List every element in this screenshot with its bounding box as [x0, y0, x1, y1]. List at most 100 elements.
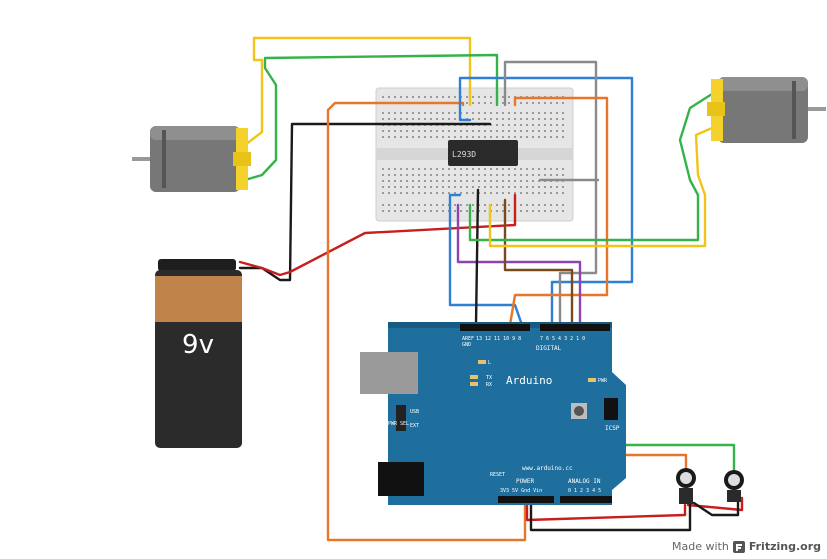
- breadboard-hole: [490, 124, 492, 126]
- breadboard-hole: [472, 210, 474, 212]
- breadboard-hole: [520, 174, 522, 176]
- breadboard-hole: [478, 210, 480, 212]
- breadboard-hole: [484, 118, 486, 120]
- breadboard-hole: [556, 210, 558, 212]
- breadboard-hole: [382, 168, 384, 170]
- breadboard-hole: [418, 112, 420, 114]
- breadboard-hole: [400, 192, 402, 194]
- breadboard-hole: [436, 174, 438, 176]
- breadboard-hole: [394, 210, 396, 212]
- wire-yellow-left-motor: [243, 36, 472, 147]
- breadboard-hole: [412, 192, 414, 194]
- breadboard-hole: [412, 96, 414, 98]
- breadboard-hole: [436, 168, 438, 170]
- breadboard-hole: [400, 204, 402, 206]
- breadboard-hole: [544, 186, 546, 188]
- breadboard-hole: [442, 186, 444, 188]
- wire-green-left-motor: [243, 53, 499, 182]
- breadboard-hole: [454, 210, 456, 212]
- pwr-sel-label: PWR SEL: [388, 421, 409, 427]
- breadboard-hole: [430, 174, 432, 176]
- breadboard-hole: [382, 136, 384, 138]
- breadboard-hole: [448, 174, 450, 176]
- breadboard-hole: [484, 210, 486, 212]
- breadboard-hole: [538, 124, 540, 126]
- breadboard-hole: [436, 96, 438, 98]
- breadboard-hole: [388, 174, 390, 176]
- breadboard-hole: [478, 136, 480, 138]
- breadboard-hole: [394, 118, 396, 120]
- breadboard-hole: [490, 96, 492, 98]
- breadboard-hole: [508, 136, 510, 138]
- breadboard-hole: [502, 136, 504, 138]
- breadboard-hole: [514, 192, 516, 194]
- wire-red-battery: [238, 193, 517, 277]
- breadboard-hole: [430, 192, 432, 194]
- breadboard-hole: [412, 210, 414, 212]
- breadboard-hole: [400, 174, 402, 176]
- breadboard-hole: [514, 118, 516, 120]
- breadboard-hole: [526, 136, 528, 138]
- wires: [238, 36, 744, 542]
- breadboard-hole: [508, 112, 510, 114]
- breadboard-hole: [400, 136, 402, 138]
- breadboard-hole: [556, 204, 558, 206]
- usb-jack: [360, 352, 418, 394]
- breadboard-hole: [538, 118, 540, 120]
- breadboard-hole: [448, 96, 450, 98]
- breadboard-hole: [454, 136, 456, 138]
- breadboard-hole: [490, 136, 492, 138]
- breadboard-hole: [394, 96, 396, 98]
- breadboard-hole: [544, 118, 546, 120]
- breadboard-hole: [382, 204, 384, 206]
- breadboard-hole: [538, 102, 540, 104]
- breadboard-hole: [508, 192, 510, 194]
- breadboard-hole: [556, 192, 558, 194]
- breadboard-hole: [412, 118, 414, 120]
- breadboard-hole: [562, 168, 564, 170]
- breadboard-hole: [532, 130, 534, 132]
- breadboard-hole: [508, 168, 510, 170]
- breadboard-hole: [478, 130, 480, 132]
- breadboard-hole: [406, 192, 408, 194]
- breadboard-hole: [382, 186, 384, 188]
- breadboard-hole: [442, 180, 444, 182]
- wire-blue-1: [458, 76, 634, 327]
- breadboard-hole: [442, 174, 444, 176]
- breadboard-hole: [466, 204, 468, 206]
- breadboard-hole: [442, 112, 444, 114]
- aref-label: AREF: [462, 336, 474, 342]
- breadboard-hole: [406, 136, 408, 138]
- breadboard-hole: [454, 180, 456, 182]
- breadboard-hole: [466, 186, 468, 188]
- breadboard-hole: [562, 130, 564, 132]
- breadboard-hole: [550, 192, 552, 194]
- breadboard-hole: [442, 130, 444, 132]
- breadboard-hole: [550, 174, 552, 176]
- breadboard-hole: [400, 96, 402, 98]
- breadboard-hole: [490, 180, 492, 182]
- breadboard-hole: [472, 118, 474, 120]
- breadboard-hole: [526, 130, 528, 132]
- breadboard-hole: [454, 192, 456, 194]
- breadboard-hole: [562, 102, 564, 104]
- breadboard-hole: [562, 112, 564, 114]
- breadboard-hole: [430, 186, 432, 188]
- breadboard-hole: [406, 174, 408, 176]
- breadboard-hole: [502, 124, 504, 126]
- led-l: [478, 360, 486, 364]
- breadboard-hole: [442, 118, 444, 120]
- breadboard-hole: [532, 118, 534, 120]
- breadboard-hole: [460, 136, 462, 138]
- breadboard-hole: [448, 130, 450, 132]
- breadboard-hole: [514, 168, 516, 170]
- breadboard-hole: [544, 174, 546, 176]
- breadboard-hole: [514, 130, 516, 132]
- breadboard-hole: [526, 102, 528, 104]
- breadboard-hole: [532, 168, 534, 170]
- breadboard-hole: [430, 204, 432, 206]
- breadboard-hole: [412, 136, 414, 138]
- breadboard-hole: [412, 180, 414, 182]
- breadboard-hole: [526, 192, 528, 194]
- potentiometer-2: [724, 470, 744, 502]
